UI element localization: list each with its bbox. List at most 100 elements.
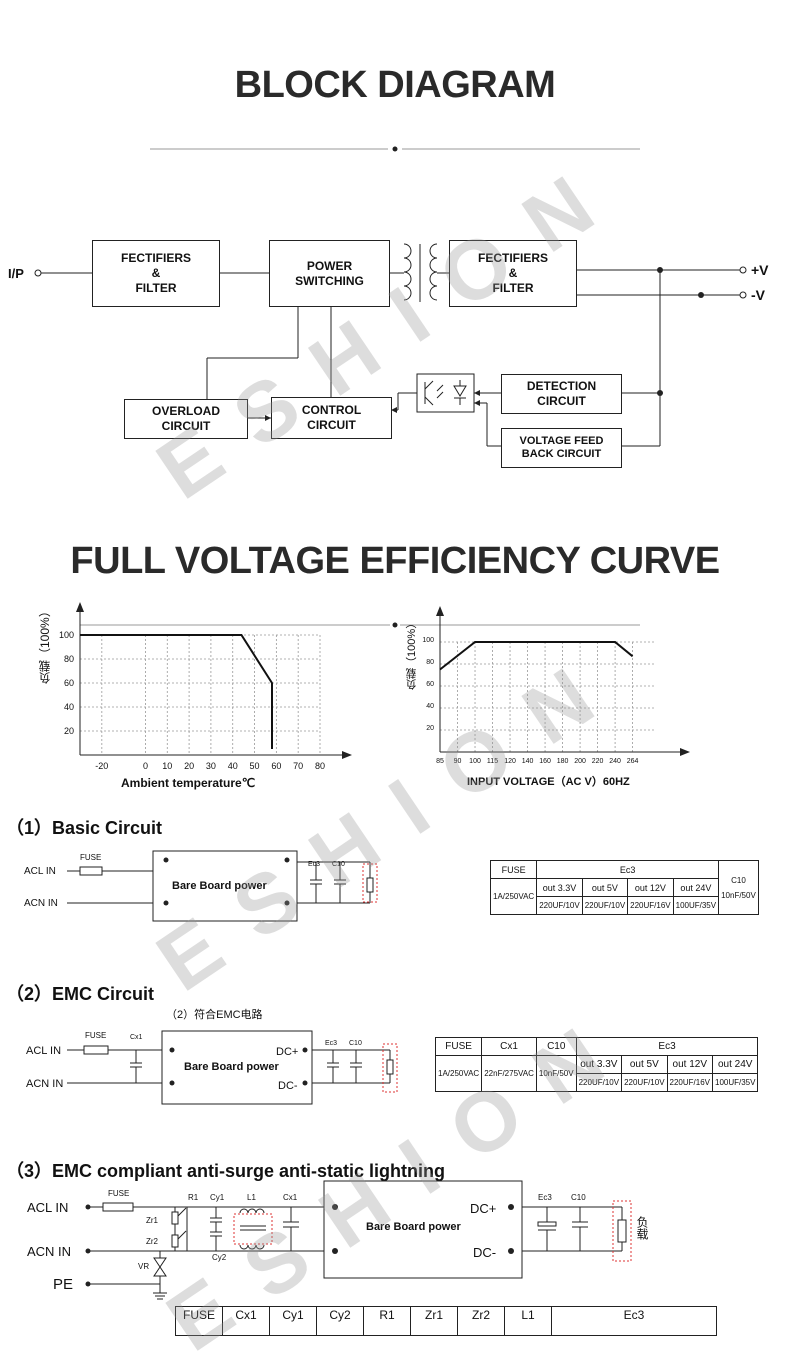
x-tick-label: 90 (453, 758, 462, 765)
x-tick-label: 180 (556, 758, 569, 765)
x-tick-label: 120 (504, 758, 516, 765)
basic-board-label: Bare Board power (172, 880, 267, 892)
emc-c10-label: C10 (349, 1040, 362, 1047)
emc-acl-label: ACL IN (26, 1045, 62, 1057)
control-circuit-block: CONTROL CIRCUIT (271, 397, 392, 439)
x-tick-label: 140 (521, 758, 534, 765)
x-tick-label: 200 (574, 758, 586, 765)
x-tick-label: 240 (609, 758, 621, 765)
block-line: POWER (306, 258, 353, 273)
c10-header: C10 (731, 875, 746, 885)
y-axis-arrow (436, 606, 444, 616)
emc-circuit-svg (67, 1030, 398, 1105)
y-tick-label: 100 (422, 637, 434, 644)
block-line: FILTER (492, 281, 534, 295)
ec3-value: 100UF/35V (672, 896, 720, 915)
x-axis-label: INPUT VOLTAGE（AC V）60HZ (467, 776, 630, 788)
surge-acn-label: ACN IN (27, 1244, 72, 1259)
emc-acn-label: ACN IN (26, 1078, 64, 1090)
x-tick-label: 0 (142, 761, 148, 771)
x-axis-arrow (680, 748, 690, 756)
surge-table-header: Cy1 (269, 1306, 317, 1336)
block-diagram-title: BLOCK DIAGRAM (234, 64, 556, 106)
surge-circuit-svg (85, 1180, 632, 1300)
basic-c10-label: C10 (332, 861, 345, 868)
x-tick-label: 40 (227, 761, 238, 771)
block-line: CIRCUIT (537, 394, 586, 408)
surge-cy1-label: Cy1 (210, 1193, 225, 1202)
x-tick-label: 220 (591, 758, 604, 765)
surge-board-label: Bare Board power (366, 1221, 461, 1233)
block-line: VOLTAGE FEED (519, 435, 604, 447)
surge-load-label: 负载 (635, 1216, 649, 1240)
y-axis-arrow (76, 602, 84, 612)
x-tick-label: 80 (314, 761, 326, 771)
x-tick-label: 115 (486, 758, 499, 765)
series-line (80, 634, 273, 749)
emc-subtitle: （2）符合EMC电路 (166, 1009, 263, 1021)
emc-dcminus-label: DC- (278, 1080, 298, 1092)
x-tick-label: 50 (249, 761, 260, 771)
surge-table-header: Ec3 (551, 1306, 717, 1336)
c10-value: 10nF/50V (535, 1055, 577, 1092)
y-tick-label: 80 (63, 654, 74, 664)
emc-cx1-label: Cx1 (130, 1034, 143, 1041)
input-voltage-derating-chart (436, 606, 690, 756)
input-label: I/P (8, 266, 24, 281)
basic-circuit-title: （1）Basic Circuit (6, 818, 163, 838)
y-tick-label: 80 (426, 659, 434, 666)
x-tick-label: 70 (293, 761, 304, 771)
x-tick-label: 264 (626, 758, 639, 765)
x-tick-label: 160 (539, 758, 551, 765)
block-line: CIRCUIT (307, 418, 356, 432)
surge-r1-label: R1 (188, 1193, 199, 1202)
surge-vr-label: VR (138, 1262, 150, 1271)
x-tick-label: 60 (271, 761, 282, 771)
surge-dcminus-label: DC- (473, 1245, 497, 1260)
block-line: FILTER (135, 281, 177, 295)
surge-cy2-label: Cy2 (212, 1253, 227, 1262)
block-line: SWITCHING (295, 273, 364, 288)
y-tick-label: 40 (426, 703, 434, 710)
rectifier-filter-input-block: FECTIFIERS & FILTER (92, 240, 220, 307)
schematic-lines (34, 146, 747, 447)
surge-c10-label: C10 (571, 1193, 586, 1202)
x-tick-label: -20 (95, 761, 109, 771)
emc-board-label: Bare Board power (184, 1061, 279, 1073)
block-line: FECTIFIERS (120, 251, 191, 265)
fuse-value: 1A/250VAC (434, 1055, 483, 1092)
surge-fuse-label: FUSE (108, 1189, 130, 1198)
x-tick-label: 20 (184, 761, 195, 771)
block-line: CIRCUIT (161, 419, 211, 433)
ec3-value: 100UF/35V (711, 1073, 759, 1092)
surge-table-header: L1 (504, 1306, 552, 1336)
efficiency-title: FULL VOLTAGE EFFICIENCY CURVE (70, 540, 720, 582)
block-line: OVERLOAD (151, 404, 220, 418)
surge-circuit-title: （3）EMC compliant anti-surge anti-static … (6, 1161, 446, 1181)
block-line: CONTROL (301, 403, 362, 417)
output-positive-label: +V (751, 262, 769, 278)
surge-table-header: Zr1 (410, 1306, 458, 1336)
surge-table-header: Zr2 (457, 1306, 505, 1336)
surge-ec3-label: Ec3 (538, 1193, 552, 1202)
surge-cx1-label: Cx1 (283, 1193, 298, 1202)
series-line (439, 641, 634, 671)
block-line: BACK CIRCUIT (521, 448, 602, 460)
block-line: & (151, 266, 161, 280)
surge-l1-label: L1 (247, 1193, 256, 1202)
efficiency-charts-svg (76, 602, 690, 759)
surge-zr2-label: Zr2 (146, 1237, 158, 1246)
surge-pe-label: PE (53, 1276, 74, 1293)
emc-dcplus-label: DC+ (276, 1046, 299, 1058)
basic-ec3-label: Ec3 (308, 861, 321, 868)
output-negative-label: -V (751, 287, 765, 303)
y-tick-label: 40 (63, 702, 74, 712)
overload-circuit-block: OVERLOAD CIRCUIT (124, 399, 248, 439)
basic-acl-label: ACL IN (24, 866, 56, 877)
y-tick-label: 60 (426, 681, 434, 688)
y-tick-label: 100 (58, 630, 74, 640)
temperature-derating-chart (76, 602, 352, 759)
x-tick-label: 30 (205, 761, 216, 771)
y-tick-label: 20 (63, 726, 74, 736)
